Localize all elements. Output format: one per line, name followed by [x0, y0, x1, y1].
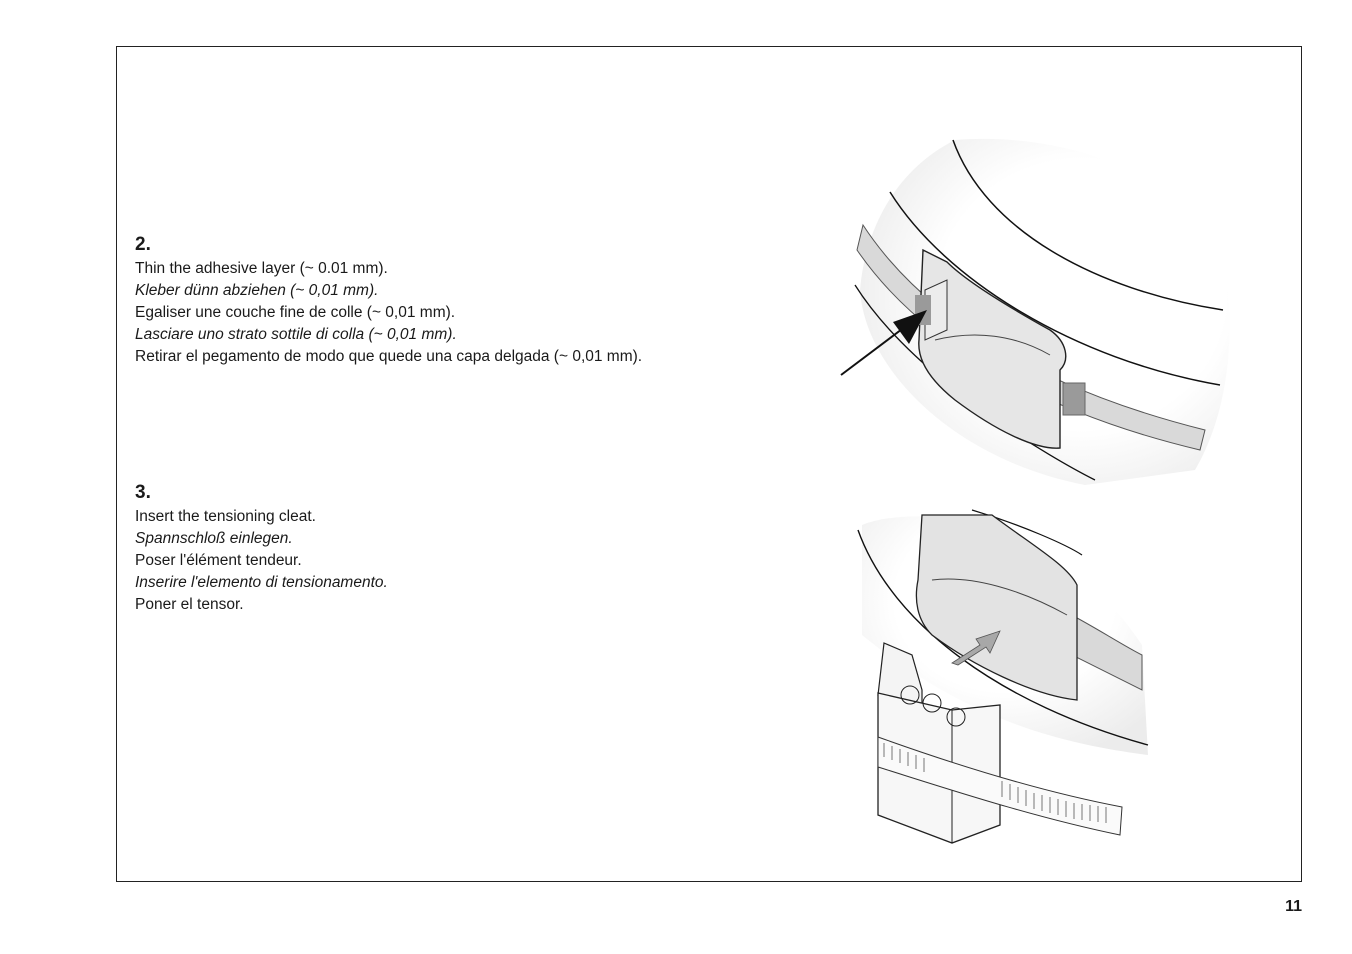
arrow-shaft [840, 322, 911, 376]
strip-scale-ticks [883, 743, 1107, 823]
tensioning-cleat-illustration [857, 509, 1149, 844]
step-3-text-fr: Poser l'élément tendeur. [135, 552, 302, 569]
step-2-number: 2. [135, 234, 151, 255]
band [1061, 609, 1143, 691]
step-2-text-de: Kleber dünn abziehen (~ 0,01 mm). [135, 282, 379, 299]
ring-inner-edge [889, 191, 1221, 386]
cleat-hole-1 [900, 685, 920, 705]
step-3: 3. Insert the tensioning cleat. Spannsch… [135, 482, 388, 616]
step-3-text-de: Spannschloß einlegen. [135, 530, 293, 547]
arrow-head-icon [893, 310, 927, 344]
ring-outer-edge [952, 139, 1224, 311]
pocket-floor-line [934, 334, 1051, 356]
step-2-text-es: Retirar el pegamento de modo que quede u… [135, 348, 643, 365]
step-2-text-en: Thin the adhesive layer (~ 0.01 mm). [135, 260, 388, 277]
step-2: 2. Thin the adhesive layer (~ 0.01 mm). … [135, 234, 642, 368]
cleat-hole-2 [922, 693, 942, 713]
page-number: 11 [1285, 898, 1302, 915]
cleat-pocket [918, 248, 1067, 449]
adhesive-layer-illustration [840, 138, 1230, 485]
adhesive-patch-right [1062, 382, 1086, 416]
step-2-text-it: Lasciare uno strato sottile di colla (~ … [135, 326, 457, 343]
cleat-pocket [915, 514, 1078, 701]
page-frame [116, 46, 1302, 882]
measuring-strip [877, 736, 1123, 836]
step-2-text-fr: Egaliser une couche fine de colle (~ 0,0… [135, 304, 456, 321]
cleat-top-flap [877, 642, 923, 706]
pocket-floor-line [931, 578, 1068, 616]
step-3-text-it: Inserire l'elemento di tensionamento. [135, 574, 388, 591]
step-3-number: 3. [135, 482, 151, 503]
step-3-text-en: Insert the tensioning cleat. [135, 508, 316, 525]
cleat-hole-3 [946, 707, 966, 727]
insert-arrow-icon [951, 630, 1001, 666]
step-3-text-es: Poner el tensor. [135, 596, 244, 613]
